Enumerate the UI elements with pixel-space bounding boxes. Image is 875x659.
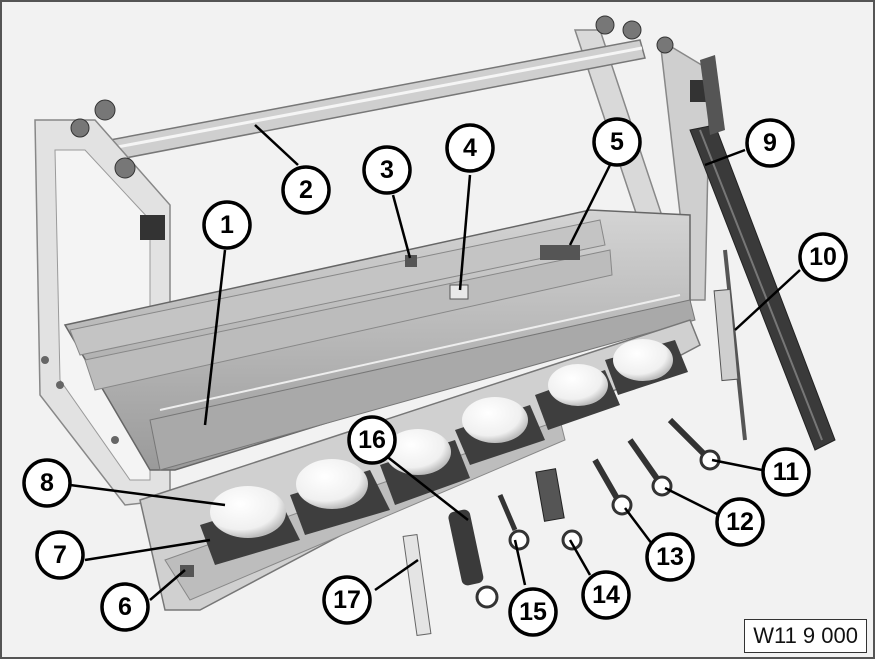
callout-3: 3 [362,145,412,195]
svg-text:14: 14 [592,581,620,609]
callout-14: 14 [581,570,631,620]
svg-text:17: 17 [333,586,361,614]
svg-text:1: 1 [220,211,234,239]
callout-6: 6 [100,582,150,632]
svg-text:4: 4 [463,134,477,162]
callout-10: 10 [798,232,848,282]
callout-17: 17 [322,575,372,625]
svg-text:12: 12 [726,508,754,536]
svg-text:15: 15 [519,598,547,626]
callout-8: 8 [22,458,72,508]
callout-11: 11 [761,447,811,497]
callout-7: 7 [35,530,85,580]
callout-13: 13 [645,532,695,582]
key-tools [497,417,721,551]
dome-holders [200,339,688,565]
svg-text:9: 9 [763,129,777,157]
key-12 [627,438,673,497]
key-11 [667,417,721,471]
svg-text:2: 2 [299,176,313,204]
main-rail [63,209,696,471]
driver-tool [448,509,499,609]
top-bar [109,15,674,161]
svg-text:13: 13 [656,543,684,571]
leader-lines [69,124,801,601]
callout-12: 12 [715,497,765,547]
callout-1: 1 [202,200,252,250]
svg-text:7: 7 [53,541,67,569]
key-15 [497,494,530,551]
svg-text:8: 8 [40,469,54,497]
callout-16: 16 [347,415,397,465]
callout-5: 5 [592,117,642,167]
svg-text:3: 3 [380,156,394,184]
slider-knob [405,255,417,267]
figure-reference-code: W11 9 000 [744,619,867,653]
callout-4: 4 [445,123,495,173]
gauge-pin [713,249,747,441]
svg-text:6: 6 [118,593,132,621]
callout-15: 15 [508,587,558,637]
svg-text:10: 10 [809,243,837,271]
svg-text:5: 5 [610,128,624,156]
long-rod [689,55,836,451]
svg-text:16: 16 [358,426,386,454]
thin-rod [402,533,432,637]
key-13 [592,458,633,516]
key-14 [535,468,583,551]
svg-text:11: 11 [773,458,800,486]
callout-9: 9 [745,118,795,168]
callout-2: 2 [281,165,331,215]
